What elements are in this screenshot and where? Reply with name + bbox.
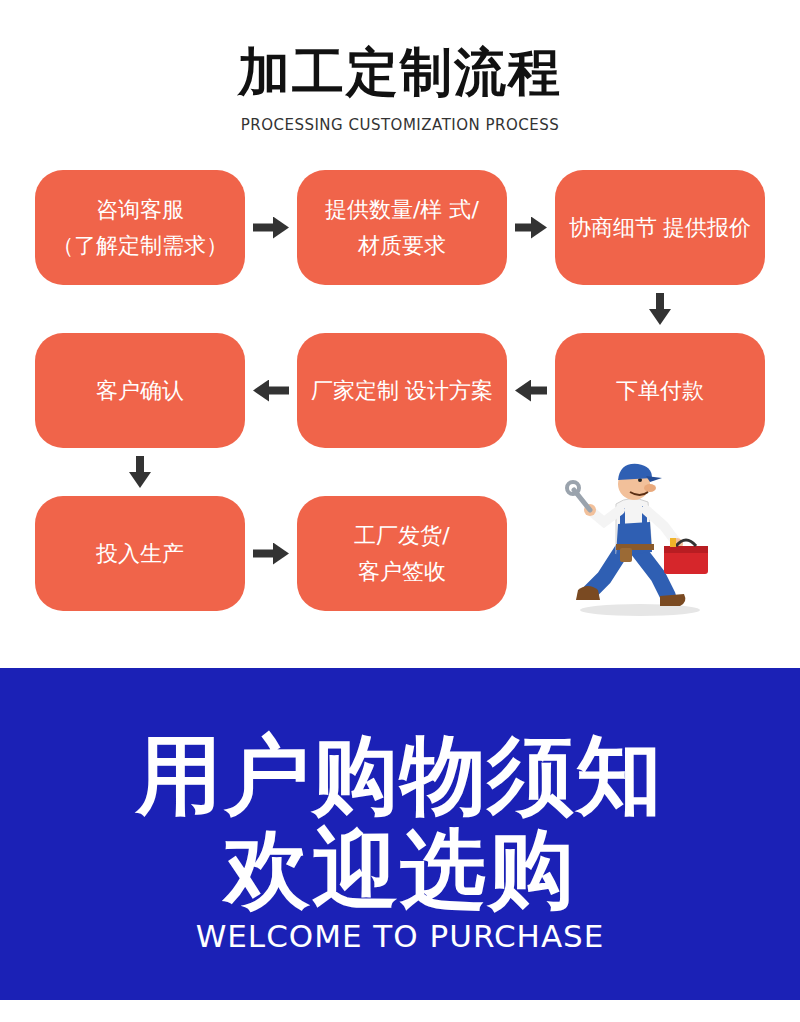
- process-box: 提供数量/样 式/材质要求: [297, 170, 507, 285]
- step-text: 客户确认: [96, 373, 184, 408]
- step-text: 下单付款: [616, 373, 704, 408]
- flow-arrow: [269, 387, 289, 395]
- process-box: 客户确认: [35, 333, 245, 448]
- process-box: 投入生产: [35, 496, 245, 611]
- flow-arrow: [656, 293, 664, 309]
- flow-arrow: [136, 456, 144, 472]
- banner-text: 欢迎选购: [0, 812, 800, 929]
- step-text: 提供数量/样 式/材质要求: [309, 192, 495, 262]
- banner-text: 用户购物须知: [0, 718, 800, 835]
- worker-illustration: [560, 450, 730, 620]
- flow-arrow: [531, 387, 547, 395]
- flow-arrow: [253, 224, 273, 232]
- process-box: 厂家定制 设计方案: [297, 333, 507, 448]
- flow-arrow: [515, 224, 531, 232]
- step-text: 咨询客服 （了解定制需求）: [47, 192, 233, 262]
- process-box: 协商细节 提供报价: [555, 170, 765, 285]
- step-text: 协商细节 提供报价: [569, 210, 752, 245]
- step-text: 工厂发货/ 客户签收: [309, 518, 495, 588]
- flow-arrow: [253, 550, 273, 558]
- process-box: 咨询客服 （了解定制需求）: [35, 170, 245, 285]
- process-box: 工厂发货/ 客户签收: [297, 496, 507, 611]
- page-title: 加工定制流程: [0, 38, 800, 108]
- process-box: 下单付款: [555, 333, 765, 448]
- step-text: 投入生产: [96, 536, 184, 571]
- subtitle: PROCESSING CUSTOMIZATION PROCESS: [0, 116, 800, 134]
- step-text: 厂家定制 设计方案: [311, 373, 494, 408]
- banner-text: WELCOME TO PURCHASE: [0, 918, 800, 954]
